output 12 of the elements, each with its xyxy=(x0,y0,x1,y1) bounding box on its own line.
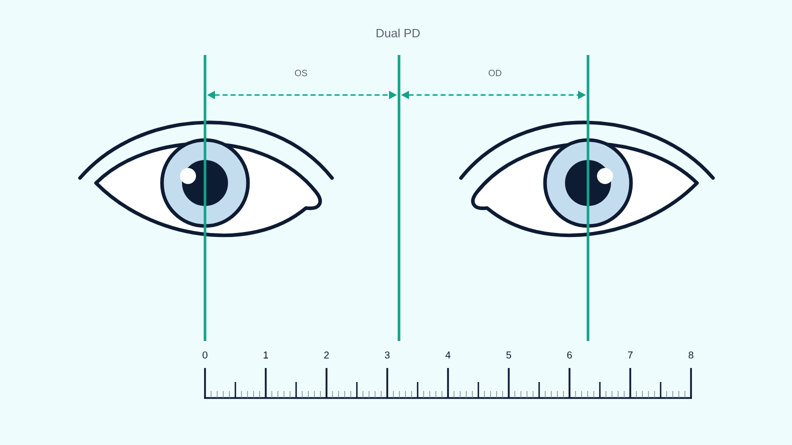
title: Dual PD xyxy=(376,28,420,38)
ruler-number: 4 xyxy=(445,352,450,358)
dimension-label: OS xyxy=(294,70,308,76)
ruler-number: 2 xyxy=(324,352,329,358)
ruler-number: 7 xyxy=(628,352,633,358)
ruler-number: 0 xyxy=(202,351,208,359)
ruler-number: 1 xyxy=(264,352,268,358)
ruler-number: 5 xyxy=(506,352,512,358)
ruler-number: 6 xyxy=(567,351,572,359)
ruler-number: 3 xyxy=(384,351,390,359)
ruler-number: 8 xyxy=(688,351,694,359)
dimension-label: OD xyxy=(488,70,502,76)
